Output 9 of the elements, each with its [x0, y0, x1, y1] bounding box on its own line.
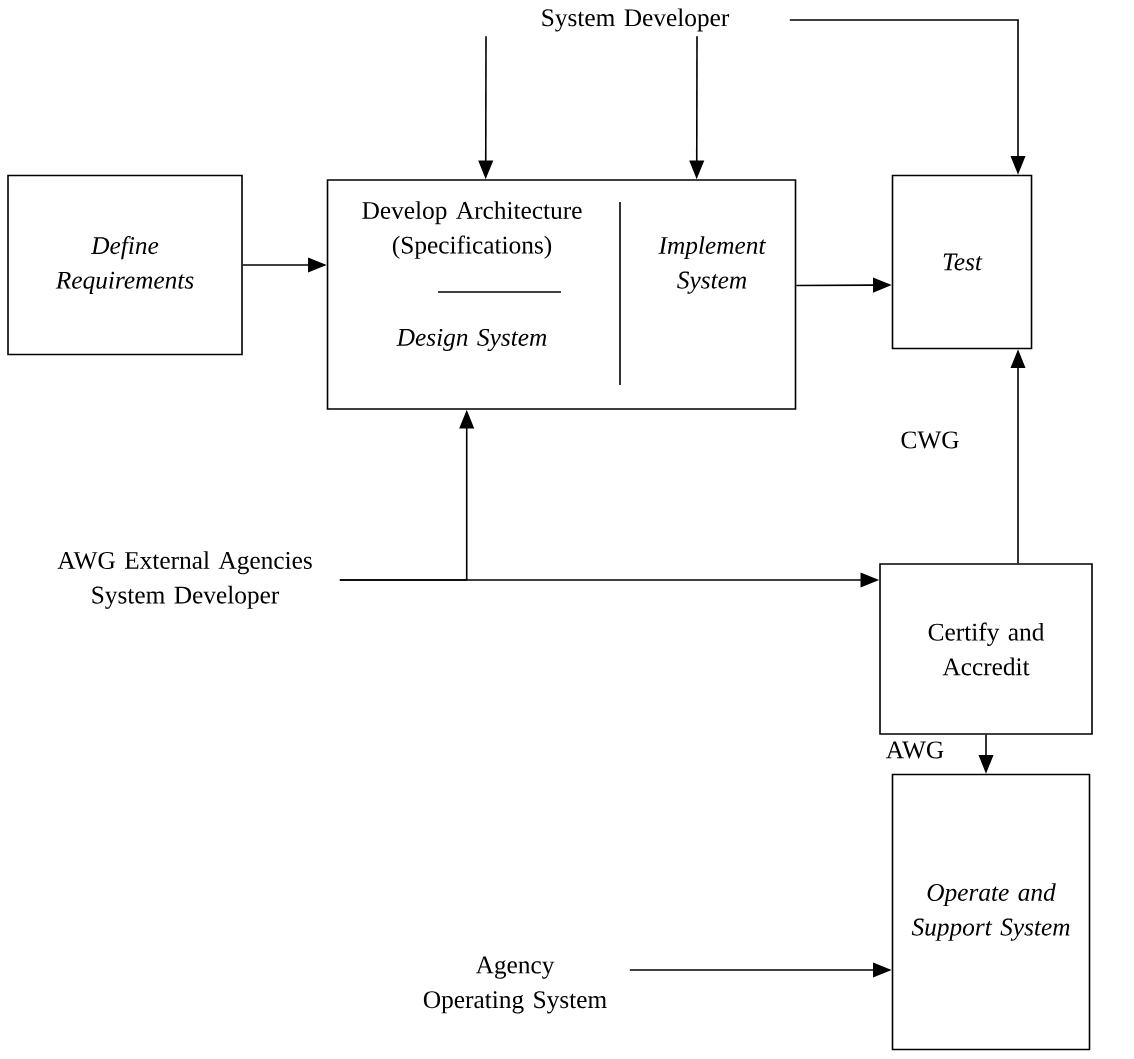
- process-box: Certify and Accredit: [879, 563, 1093, 735]
- process-box: Operate and Support System: [891, 773, 1091, 1051]
- process-box: Test: [891, 174, 1033, 350]
- edge-label: AWG: [883, 738, 947, 762]
- process-box: Define Requirements: [7, 174, 243, 356]
- process-box: Develop Architecture (Specifications) Design System Implement System: [326, 179, 797, 410]
- source-label: Agency Operating System: [423, 956, 607, 1014]
- source-label: AWG External Agencies System Developer: [57, 551, 312, 609]
- source-label: System Developer: [542, 8, 730, 32]
